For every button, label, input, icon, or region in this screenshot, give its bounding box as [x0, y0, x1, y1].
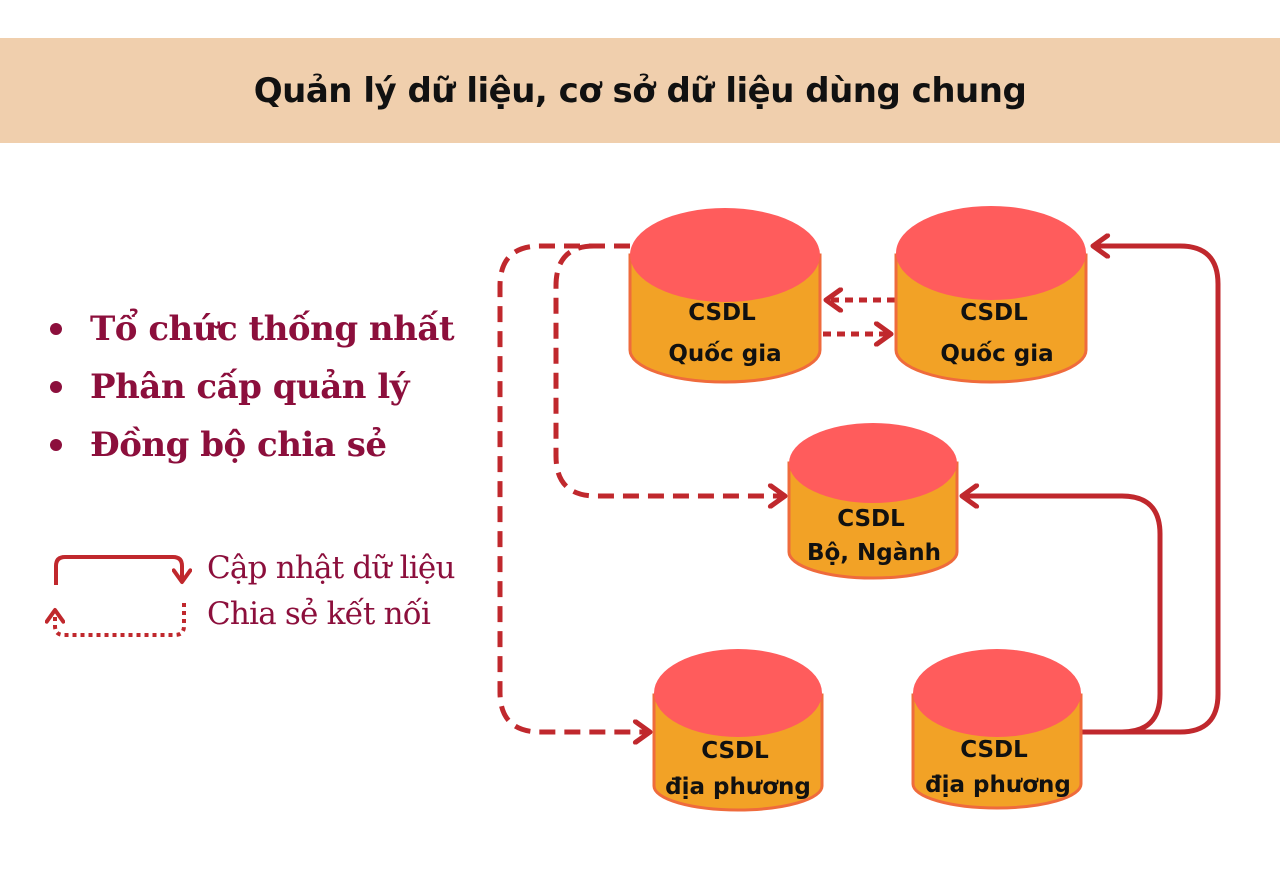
legend-update-label: Cập nhật dữ liệu: [207, 550, 455, 586]
database-label-line1: CSDL: [837, 506, 905, 532]
database-national-1: CSDL Quốc gia: [628, 208, 822, 384]
share-arrow-to-local: [497, 243, 650, 732]
bullet-item: Tổ chức thống nhất: [50, 300, 455, 358]
share-arrow-to-ministry: [553, 243, 785, 496]
database-label-line1: CSDL: [688, 300, 756, 326]
title-band: Quản lý dữ liệu, cơ sở dữ liệu dùng chun…: [0, 38, 1280, 143]
update-arrow-to-national: [1082, 246, 1221, 735]
database-local-1: CSDL địa phương: [652, 649, 824, 812]
bullet-item: Đồng bộ chia sẻ: [50, 416, 454, 474]
database-label-line2: Quốc gia: [940, 340, 1053, 367]
update-arrow-to-ministry: [962, 496, 1163, 735]
bullet-list: Tổ chức thống nhất Phân cấp quản lý Đồng…: [50, 300, 455, 474]
database-local-2: CSDL địa phương: [911, 649, 1083, 810]
database-ministry: CSDL Bộ, Ngành: [787, 423, 959, 580]
bullet-item: Phân cấp quản lý: [50, 358, 454, 416]
legend-share-label: Chia sẻ kết nối: [207, 596, 431, 632]
database-label-line2: Bộ, Ngành: [807, 540, 941, 566]
database-label-line1: CSDL: [701, 738, 769, 764]
bullet-dot-icon: [50, 439, 62, 451]
database-label-line1: CSDL: [960, 737, 1028, 763]
database-national-2: CSDL Quốc gia: [894, 206, 1088, 384]
page-title: Quản lý dữ liệu, cơ sở dữ liệu dùng chun…: [253, 70, 1027, 111]
bullet-text: Phân cấp quản lý: [90, 367, 409, 407]
bullet-dot-icon: [50, 323, 62, 335]
bullet-dot-icon: [50, 381, 62, 393]
legend-dotted-arrow-icon: [55, 603, 186, 637]
database-label-line2: địa phương: [665, 774, 811, 800]
database-label-line2: Quốc gia: [668, 340, 781, 367]
legend-solid-arrow-icon: [54, 555, 182, 585]
database-label-line1: CSDL: [960, 300, 1028, 326]
database-label-line2: địa phương: [925, 772, 1071, 798]
bullet-text: Đồng bộ chia sẻ: [90, 425, 387, 465]
bullet-text: Tổ chức thống nhất: [90, 309, 455, 349]
